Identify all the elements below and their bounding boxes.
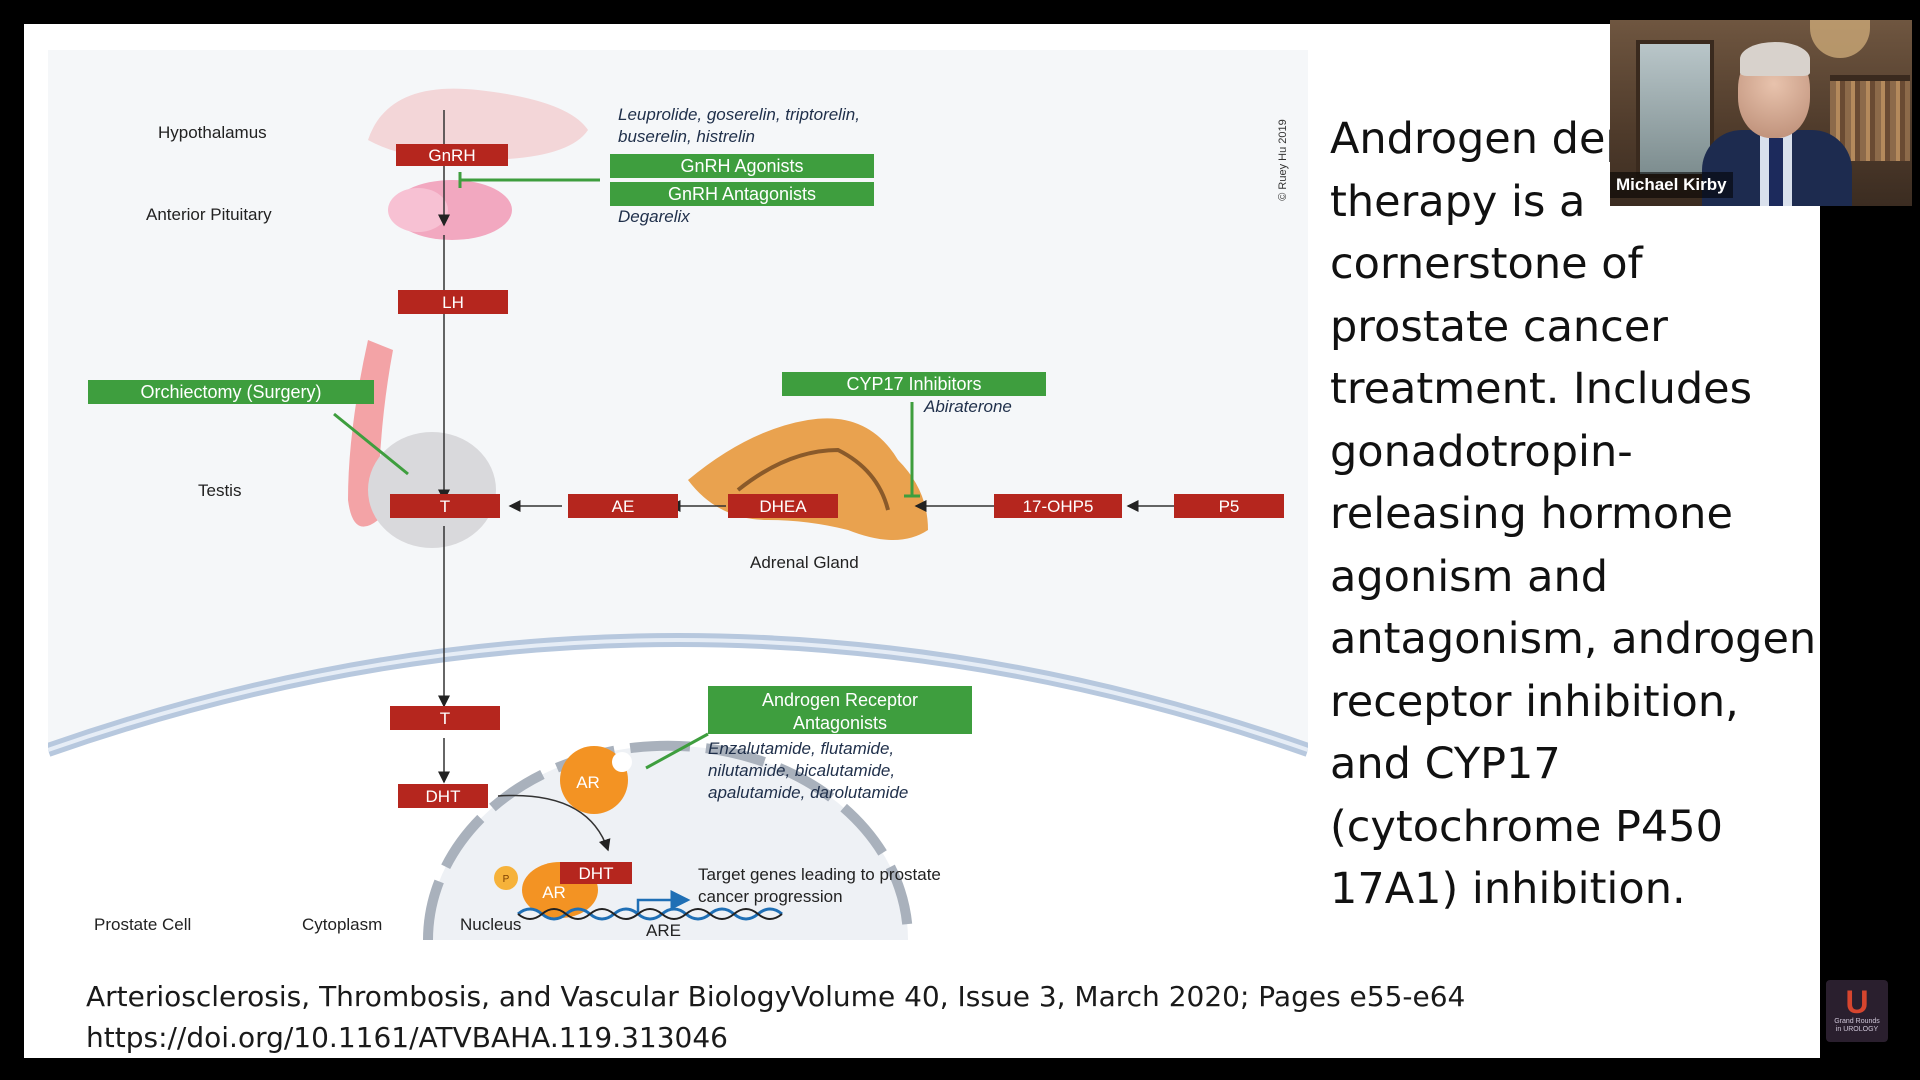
orchiectomy-box: Orchiectomy (Surgery) bbox=[88, 380, 374, 404]
summary-line: antagonism, androgen bbox=[1330, 614, 1817, 664]
ar-circle: AR bbox=[560, 746, 632, 814]
target-genes-line1: Target genes leading to prostate bbox=[698, 865, 941, 884]
prostate-cell-label: Prostate Cell bbox=[94, 915, 191, 934]
summary-line: cornerstone of bbox=[1330, 239, 1643, 289]
cyp17-inhibitors-box: CYP17 Inhibitors bbox=[782, 372, 1046, 396]
summary-line: therapy is a bbox=[1330, 176, 1586, 227]
citation: Arteriosclerosis, Thrombosis, and Vascul… bbox=[86, 976, 1686, 1058]
summary-line: receptor inhibition, bbox=[1330, 676, 1739, 727]
gnrh-label: GnRH bbox=[428, 146, 475, 165]
svg-text:T: T bbox=[440, 497, 450, 516]
svg-text:Androgen Receptor: Androgen Receptor bbox=[762, 690, 918, 710]
dhea-box: DHEA bbox=[728, 494, 838, 518]
bottom-black-border bbox=[0, 1058, 1920, 1080]
svg-text:Orchiectomy (Surgery): Orchiectomy (Surgery) bbox=[140, 382, 321, 402]
gnrh-antagonists-box: GnRH Antagonists bbox=[610, 182, 874, 206]
citation-doi[interactable]: https://doi.org/10.1161/ATVBAHA.119.3130… bbox=[86, 1021, 728, 1054]
copyright-label: © Ruey Hu 2019 bbox=[1277, 119, 1289, 201]
presentation-slide: GnRH LH T AE DHEA 17-OHP5 bbox=[24, 24, 1820, 1058]
svg-text:GnRH Antagonists: GnRH Antagonists bbox=[668, 184, 816, 204]
summary-text: Androgen deprivation therapy is a corner… bbox=[1330, 108, 1820, 921]
summary-line: gonadotropin- bbox=[1330, 426, 1633, 477]
ar-antagonists-box: Androgen Receptor Antagonists bbox=[708, 686, 972, 734]
summary-line: prostate cancer bbox=[1330, 301, 1668, 352]
target-genes-line2: cancer progression bbox=[698, 887, 843, 906]
p5-box: P5 bbox=[1174, 494, 1284, 518]
svg-text:DHT: DHT bbox=[579, 864, 614, 883]
cyp17-drugs: Abiraterone bbox=[923, 397, 1012, 416]
ohp5-box: 17-OHP5 bbox=[994, 494, 1122, 518]
lh-box: LH bbox=[398, 290, 508, 314]
summary-line: agonism and bbox=[1330, 551, 1609, 602]
summary-line: and CYP17 bbox=[1330, 739, 1561, 789]
gnrh-agonists-box: GnRH Agonists bbox=[610, 154, 874, 178]
summary-line: (cytochrome P450 bbox=[1330, 801, 1723, 852]
participant-video-tile[interactable]: Michael Kirby bbox=[1610, 20, 1912, 206]
svg-text:P: P bbox=[503, 874, 510, 885]
svg-text:CYP17 Inhibitors: CYP17 Inhibitors bbox=[846, 374, 981, 394]
ar-drugs-line2: nilutamide, bicalutamide, bbox=[708, 761, 895, 780]
svg-text:P5: P5 bbox=[1219, 497, 1240, 516]
gnrh-box: GnRH bbox=[396, 144, 508, 166]
summary-line: releasing hormone bbox=[1330, 489, 1733, 539]
summary-line: treatment. Includes bbox=[1330, 364, 1752, 414]
pathway-svg: GnRH LH T AE DHEA 17-OHP5 bbox=[48, 50, 1308, 940]
svg-text:Antagonists: Antagonists bbox=[793, 713, 887, 733]
are-label: ARE bbox=[646, 921, 681, 940]
cytoplasm-label: Cytoplasm bbox=[302, 915, 382, 934]
adrenal-gland-label: Adrenal Gland bbox=[750, 553, 859, 572]
dna-helix bbox=[517, 907, 783, 921]
agonist-drugs-line1: Leuprolide, goserelin, triptorelin, bbox=[618, 105, 860, 124]
ar-drugs-line3: apalutamide, darolutamide bbox=[708, 783, 908, 802]
nucleus-label: Nucleus bbox=[460, 915, 521, 934]
antagonist-drugs: Degarelix bbox=[618, 207, 690, 226]
testis-label: Testis bbox=[198, 481, 241, 500]
agonist-drugs-line2: buserelin, histrelin bbox=[618, 127, 755, 146]
testosterone-box: T bbox=[390, 494, 500, 518]
svg-text:17-OHP5: 17-OHP5 bbox=[1023, 497, 1094, 516]
svg-text:AR: AR bbox=[576, 773, 600, 792]
svg-text:AE: AE bbox=[612, 497, 635, 516]
ar-drugs-line1: Enzalutamide, flutamide, bbox=[708, 739, 894, 758]
svg-text:DHEA: DHEA bbox=[759, 497, 807, 516]
svg-text:GnRH Agonists: GnRH Agonists bbox=[680, 156, 803, 176]
grand-rounds-urology-logo: U Grand Rounds in UROLOGY bbox=[1826, 980, 1888, 1042]
summary-line: 17A1) inhibition. bbox=[1330, 864, 1686, 914]
citation-journal: Arteriosclerosis, Thrombosis, and Vascul… bbox=[86, 980, 1466, 1013]
ar-dht-complex: P AR DHT bbox=[494, 862, 632, 918]
dht-box: DHT bbox=[398, 784, 488, 808]
adt-pathway-diagram: GnRH LH T AE DHEA 17-OHP5 bbox=[48, 50, 1308, 940]
anterior-pituitary-label: Anterior Pituitary bbox=[146, 205, 272, 224]
svg-text:T: T bbox=[440, 709, 450, 728]
svg-text:AR: AR bbox=[542, 883, 566, 902]
hypothalamus-label: Hypothalamus bbox=[158, 123, 267, 142]
svg-text:LH: LH bbox=[442, 293, 464, 312]
hypothalamus-shape bbox=[368, 88, 588, 161]
svg-text:DHT: DHT bbox=[426, 787, 461, 806]
participant-name-label: Michael Kirby bbox=[1610, 172, 1733, 198]
testis-shape bbox=[368, 432, 496, 548]
t-cell-box: T bbox=[390, 706, 500, 730]
ae-box: AE bbox=[568, 494, 678, 518]
